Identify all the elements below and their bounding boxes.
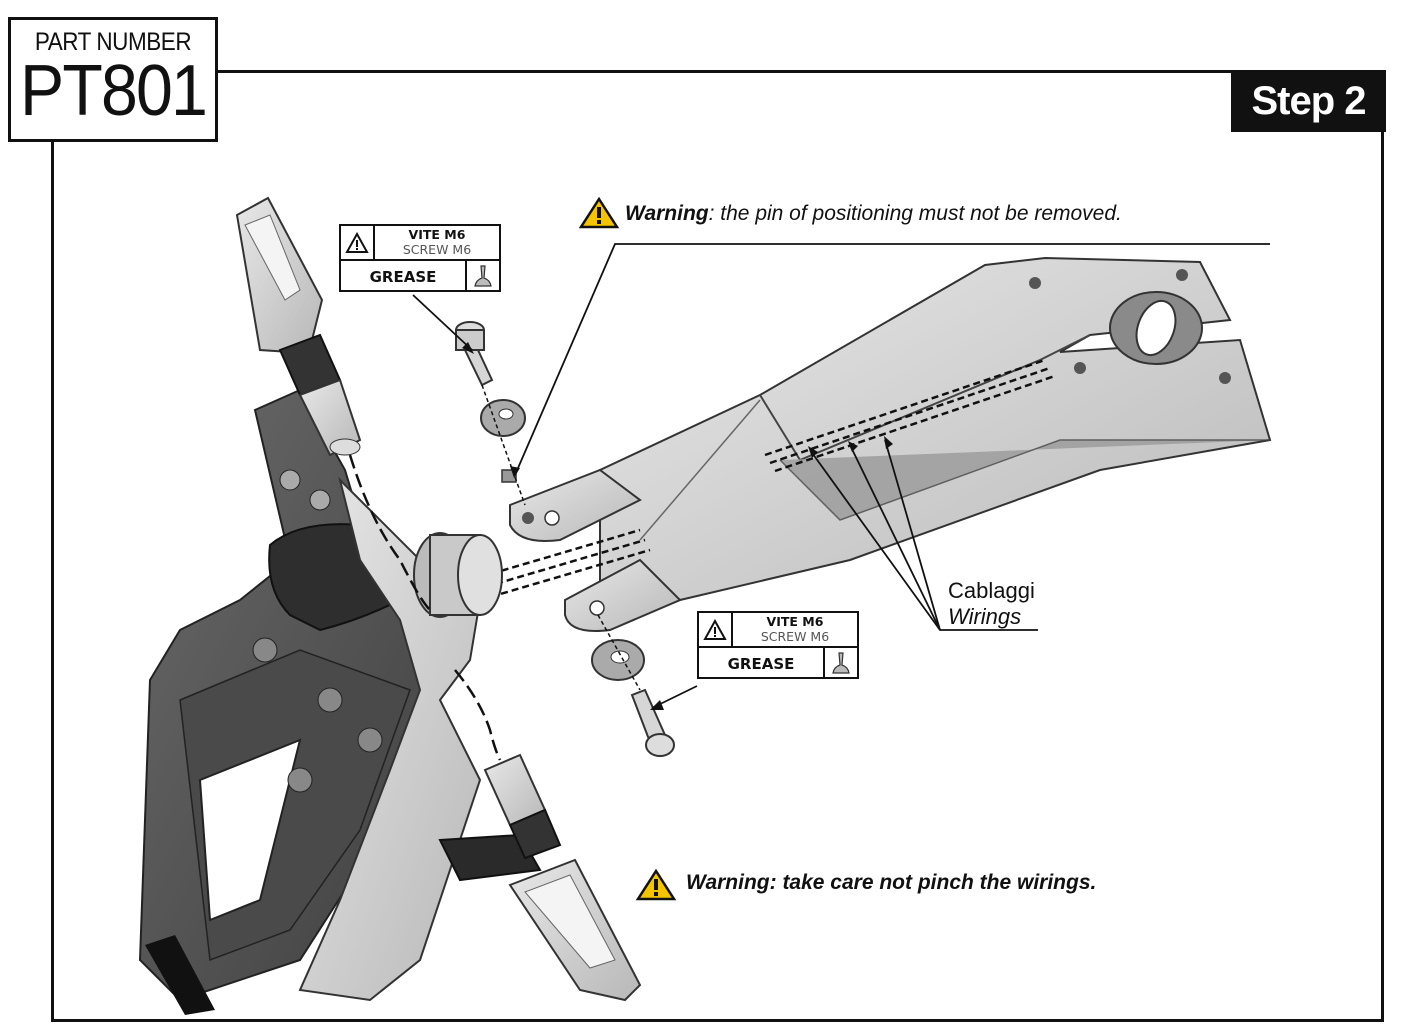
screw-m6-lower (591, 614, 675, 757)
arrowheads (462, 342, 893, 710)
screw-spec-it: VITE M6 (766, 614, 824, 629)
wirings-label-it: Cablaggi (948, 578, 1035, 603)
screw-spec-en: SCREW M6 (760, 629, 830, 644)
frame-rail (145, 935, 215, 1015)
warning-triangle-icon (635, 868, 677, 901)
license-plate-bracket (138, 388, 542, 1002)
grease-tube-icon (465, 261, 499, 292)
turn-signal-wires (348, 454, 502, 761)
step-badge: Step 2 (1231, 70, 1386, 132)
wirings-label-en: Wirings (948, 604, 1022, 629)
wirings-label: Cablaggi Wirings (948, 578, 1035, 630)
warning-pin-rest: : the pin of positioning must not be rem… (708, 202, 1122, 225)
part-number-label: PART NUMBER (34, 28, 192, 56)
grease-label: GREASE (369, 267, 437, 286)
screw-m6-upper (455, 321, 526, 506)
turn-signal-top (235, 196, 362, 457)
warning-triangle-icon (578, 196, 620, 229)
part-number-box: PART NUMBER PT801 (8, 17, 218, 142)
turn-signal-bottom (483, 753, 642, 1002)
screw-spec-it: VITE M6 (408, 227, 466, 242)
grease-tube-icon (823, 648, 857, 679)
screw-spec-box-lower: VITE M6 SCREW M6 GREASE (697, 611, 859, 679)
screw-spec-box-upper: VITE M6 SCREW M6 GREASE (339, 224, 501, 292)
caution-triangle-icon (699, 613, 733, 646)
page-frame (51, 70, 1384, 1022)
part-number-value: PT801 (20, 51, 208, 131)
swingarm-bracket (501, 256, 1272, 632)
screw-spec-en: SCREW M6 (402, 242, 472, 257)
wiring-lines (469, 358, 1056, 602)
leader-lines (412, 243, 1270, 709)
warning-pin-text: Warning: the pin of positioning must not… (625, 202, 1122, 226)
warning-wirings-text: Warning: take care not pinch the wirings… (686, 871, 1097, 894)
caution-triangle-icon (341, 226, 375, 259)
grease-label: GREASE (727, 654, 795, 673)
warning-pin-bold: Warning (625, 202, 709, 225)
